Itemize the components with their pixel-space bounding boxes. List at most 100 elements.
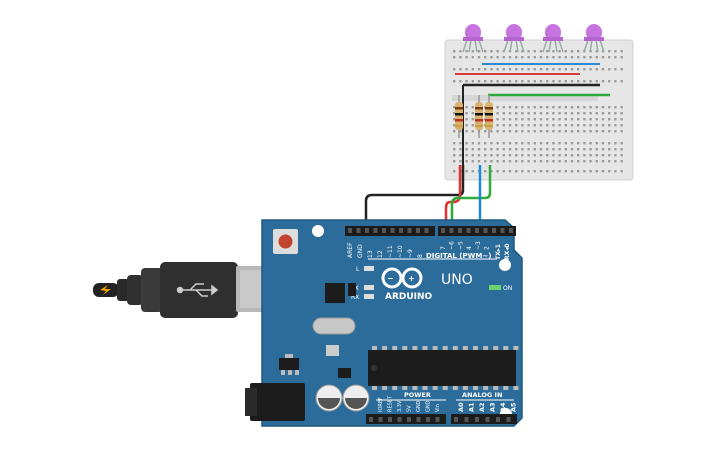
power-header xyxy=(366,414,446,424)
breadboard-hole xyxy=(546,118,549,121)
rgb-led-2[interactable] xyxy=(503,24,525,53)
pin-hole xyxy=(416,417,421,422)
breadboard-hole xyxy=(577,50,580,53)
breadboard-hole xyxy=(459,50,462,53)
resistor-1[interactable] xyxy=(455,95,463,138)
breadboard-hole xyxy=(620,118,623,121)
breadboard-hole xyxy=(508,118,512,121)
breadboard-hole xyxy=(465,142,468,145)
mounting-hole xyxy=(499,259,511,271)
breadboard-hole xyxy=(471,56,474,59)
pin-label: 7 xyxy=(440,246,447,250)
pin-hole xyxy=(399,228,403,233)
pin-hole xyxy=(397,417,402,422)
wire-black-gnd[interactable] xyxy=(364,165,465,232)
breadboard-hole xyxy=(502,148,505,151)
breadboard-hole xyxy=(595,160,598,163)
breadboard-hole xyxy=(558,112,561,115)
chip-pin xyxy=(503,346,509,350)
breadboard-hole xyxy=(577,160,580,163)
breadboard-hole xyxy=(496,68,499,71)
breadboard-hole xyxy=(502,118,505,121)
breadboard-hole xyxy=(453,112,456,115)
breadboard-hole xyxy=(496,148,499,151)
breadboard-hole xyxy=(614,56,617,59)
breadboard-hole xyxy=(589,106,592,109)
breadboard-hole xyxy=(595,56,598,59)
pin-label: A3 xyxy=(489,402,497,412)
breadboard-hole xyxy=(608,106,611,109)
breadboard-hole xyxy=(589,148,592,151)
rgb-led-3[interactable] xyxy=(542,24,564,53)
breadboard-hole xyxy=(539,160,543,163)
breadboard-hole xyxy=(477,160,481,163)
breadboard-hole xyxy=(527,160,530,163)
chip-pin xyxy=(382,346,388,350)
pin-hole xyxy=(388,417,392,422)
breadboard-hole xyxy=(546,154,549,157)
breadboard-hole xyxy=(477,148,481,151)
breadboard-hole xyxy=(577,112,580,115)
breadboard-hole xyxy=(539,118,543,121)
breadboard-hole xyxy=(601,118,605,121)
breadboard-hole xyxy=(564,124,567,127)
breadboard-hole xyxy=(459,68,462,71)
breadboard-hole xyxy=(570,68,574,71)
pin-hole xyxy=(509,228,513,233)
breadboard-hole xyxy=(471,130,474,133)
breadboard-hole xyxy=(620,80,623,83)
breadboard-hole xyxy=(589,112,592,115)
pin-hole xyxy=(441,228,445,233)
breadboard-hole xyxy=(527,118,530,121)
breadboard[interactable] xyxy=(444,39,634,181)
breadboard-hole xyxy=(564,80,567,83)
breadboard-hole xyxy=(595,118,598,121)
breadboard-hole xyxy=(533,154,536,157)
breadboard-hole xyxy=(608,154,611,157)
infinity-logo-icon xyxy=(381,267,423,289)
breadboard-hole xyxy=(508,148,512,151)
reset-button-icon[interactable] xyxy=(273,229,298,254)
breadboard-hole xyxy=(608,56,611,59)
pin-hole xyxy=(407,417,411,422)
analog-label: ANALOG IN xyxy=(462,391,502,399)
wire-green-pin5[interactable] xyxy=(450,165,492,232)
resistor-2[interactable] xyxy=(475,95,483,138)
pin-label: 8 xyxy=(417,254,424,258)
breadboard-hole xyxy=(564,142,567,145)
breadboard-hole xyxy=(515,106,518,109)
breadboard-hole xyxy=(558,118,561,121)
breadboard-hole xyxy=(589,80,592,83)
rgb-led-4[interactable] xyxy=(583,24,605,53)
breadboard-hole xyxy=(508,124,512,127)
breadboard-hole xyxy=(546,124,549,127)
digital-pin-holes xyxy=(348,228,513,233)
breadboard-hole xyxy=(558,170,561,173)
breadboard-hole xyxy=(570,142,574,145)
pin-hole xyxy=(500,228,505,233)
breadboard-hole xyxy=(564,160,567,163)
breadboard-hole xyxy=(614,148,617,151)
dc-power-jack[interactable] xyxy=(245,383,305,421)
breadboard-hole xyxy=(583,142,586,145)
breadboard-hole xyxy=(465,50,468,53)
breadboard-hole xyxy=(502,142,505,145)
mounting-hole xyxy=(312,225,324,237)
breadboard-hole xyxy=(465,154,468,157)
chip-pin xyxy=(483,386,489,390)
breadboard-hole xyxy=(558,130,561,133)
pin-hole xyxy=(483,228,488,233)
pin-label: ~11 xyxy=(387,245,394,258)
breadboard-hole xyxy=(570,160,574,163)
resistor-3[interactable] xyxy=(485,95,493,138)
pin-hole xyxy=(373,228,378,233)
breadboard-hole xyxy=(484,160,487,163)
breadboard-hole xyxy=(614,142,617,145)
breadboard-hole xyxy=(527,124,530,127)
breadboard-hole xyxy=(620,68,623,71)
breadboard-hole xyxy=(465,130,468,133)
rgb-led-1[interactable] xyxy=(462,24,484,53)
pin-label: ~6 xyxy=(449,241,456,250)
